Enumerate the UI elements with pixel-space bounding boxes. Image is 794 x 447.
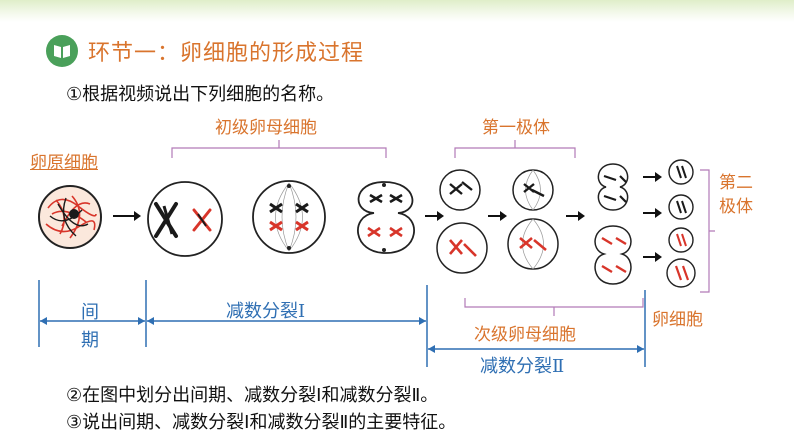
oogonium-label: 卵原细胞 — [30, 148, 98, 173]
second-polar-body-label-2: 极体 — [719, 192, 753, 217]
first-polar-body-metaphase — [513, 170, 553, 210]
first-polar-body-cell — [440, 170, 480, 210]
egg-cell-label: 卵细胞 — [652, 305, 703, 330]
egg-cell-final — [667, 259, 695, 287]
primary-oocyte-metaphase — [253, 181, 325, 253]
meiosis1-label: 减数分裂Ⅰ — [226, 297, 305, 323]
primary-oocyte-prophase — [148, 182, 222, 256]
secondary-oocyte-label: 次级卵母细胞 — [474, 320, 576, 345]
second-polar-body-bracket — [700, 170, 715, 292]
first-polar-body-bracket — [455, 140, 575, 158]
secondary-oocyte-cell — [437, 223, 487, 273]
interphase-label-1: 间 — [81, 298, 99, 324]
secondary-oocyte-metaphase — [508, 219, 558, 269]
interphase-label-2: 期 — [81, 326, 99, 352]
second-polar-body-label-1: 第二 — [719, 168, 753, 193]
oogonium-cell — [39, 186, 101, 248]
secondary-oocyte-dividing — [595, 226, 631, 284]
question-3: ③说出间期、减数分裂Ⅰ和减数分裂Ⅱ的主要特征。 — [66, 408, 456, 434]
first-polar-body-dividing — [598, 164, 627, 210]
meiosis2-label: 减数分裂Ⅱ — [480, 352, 564, 378]
question-2: ②在图中划分出间期、减数分裂Ⅰ和减数分裂Ⅱ。 — [66, 381, 438, 407]
primary-oocyte-bracket — [172, 140, 386, 158]
primary-oocyte-dividing — [358, 182, 414, 253]
secondary-oocyte-bracket — [465, 298, 643, 316]
primary-oocyte-label: 初级卵母细胞 — [215, 113, 317, 138]
first-polar-body-label: 第一极体 — [482, 113, 550, 138]
second-polar-body-cells — [669, 160, 693, 252]
